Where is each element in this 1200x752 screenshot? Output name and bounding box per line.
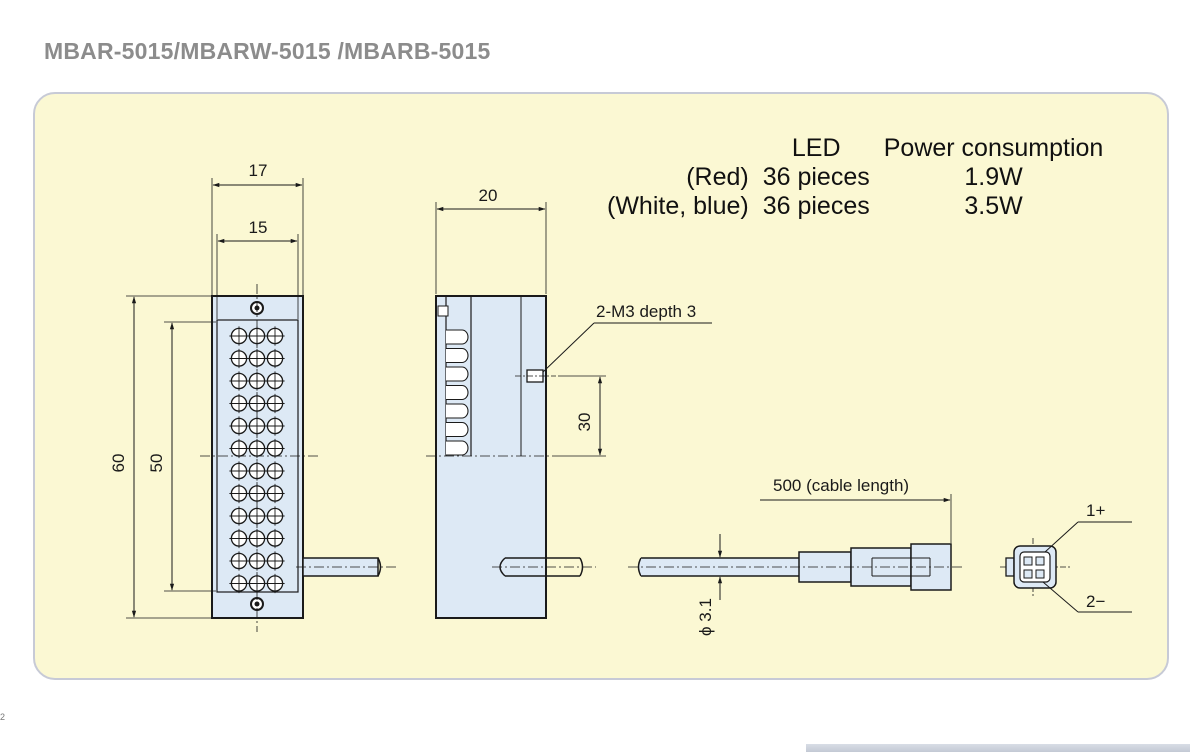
led-profile-bump (446, 440, 469, 456)
row-label: (White, blue) (607, 192, 749, 220)
spec-table: LED Power consumption (Red) 36 pieces 1.… (600, 134, 1110, 221)
led-element (265, 348, 285, 369)
led-element (229, 506, 249, 526)
corner-mark: 2 (0, 712, 6, 722)
dim-screw-height: 30 (575, 413, 594, 432)
dim-height-inner: 50 (147, 454, 166, 473)
led-element (265, 528, 285, 549)
led-element (265, 416, 285, 436)
led-element (265, 573, 285, 594)
led-element (229, 551, 249, 571)
header-power: Power consumption (883, 134, 1104, 162)
led-element (265, 393, 285, 414)
led-element (265, 461, 285, 481)
cable-boot (798, 551, 852, 583)
header-led: LED (791, 134, 841, 162)
front-view: 17 15 60 50 (109, 161, 398, 632)
led-element (229, 461, 249, 481)
led-profile (446, 329, 469, 456)
led-element (265, 551, 285, 571)
led-element (229, 528, 249, 549)
screw-spec-label: 2-M3 depth 3 (596, 302, 696, 321)
led-element (229, 483, 249, 504)
led-profile-bump (446, 366, 469, 382)
power-value: 3.5W (964, 192, 1023, 220)
cable-length-label: 500 (cable length) (773, 476, 909, 495)
pin-1-label: 1+ (1086, 501, 1105, 520)
spec-header-row: LED Power consumption (600, 134, 1110, 163)
led-element (229, 573, 249, 594)
led-element (229, 393, 249, 414)
dim-height-outer: 60 (109, 454, 128, 473)
led-count: 36 pieces (762, 192, 870, 220)
led-profile-bump (446, 329, 469, 345)
pin-2-label: 2− (1086, 592, 1105, 611)
led-element (229, 326, 249, 346)
power-value: 1.9W (964, 163, 1023, 191)
spec-row-white-blue: (White, blue) 36 pieces 3.5W (600, 192, 1110, 221)
spec-row-red: (Red) 36 pieces 1.9W (600, 163, 1110, 192)
dim-width-outer: 17 (249, 161, 268, 180)
dim-depth: 20 (479, 186, 498, 205)
page-title: MBAR-5015/MBARW-5015 /MBARB-5015 (44, 38, 491, 64)
connector-face: 1+ 2− (1000, 501, 1132, 613)
side-view: 20 2-M3 depth 3 30 (426, 186, 712, 619)
dim-width-inner: 15 (249, 218, 268, 237)
led-profile-bump (446, 421, 469, 438)
led-element (265, 483, 285, 504)
led-element (265, 326, 285, 346)
led-element (229, 348, 249, 369)
cable-diameter-label: ϕ 3.1 (696, 598, 715, 636)
led-element (265, 371, 285, 391)
led-element (265, 506, 285, 526)
row-label: (Red) (686, 163, 749, 191)
led-count: 36 pieces (762, 163, 870, 191)
led-profile-bump (446, 384, 469, 401)
led-element (265, 438, 285, 459)
side-housing (435, 295, 547, 619)
led-element (229, 416, 249, 436)
led-profile-bump (446, 347, 469, 364)
led-element (229, 371, 249, 391)
cable-view: 500 (cable length) ϕ 3.1 (628, 476, 962, 636)
led-profile-bump (446, 403, 469, 419)
window-edge-strip (806, 744, 1190, 752)
